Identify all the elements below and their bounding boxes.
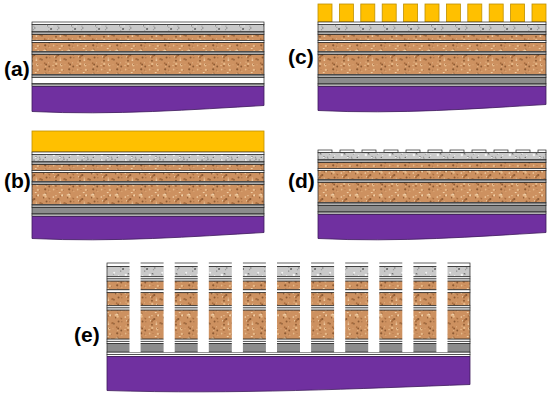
spacer-layer: [32, 22, 264, 25]
etched-trench: [266, 260, 277, 352]
brown-layer: [107, 281, 470, 290]
dashed-layer: [538, 150, 546, 153]
spacer-layer: [107, 263, 470, 267]
resist-layer: [32, 131, 264, 152]
resist-block: [382, 4, 396, 22]
panel-label: (e): [74, 324, 100, 345]
etched-trench: [198, 260, 209, 352]
panel-label: (d): [288, 170, 315, 191]
resist-block: [404, 4, 418, 22]
etched-trench: [232, 260, 243, 352]
brown-layer: [32, 165, 264, 171]
brown-layer: [32, 43, 264, 52]
substrate: [318, 87, 546, 112]
dark-layer: [107, 343, 470, 352]
dashed-layer: [406, 150, 420, 153]
panel-label: (b): [4, 170, 31, 191]
brown-layer: [318, 163, 546, 169]
etched-trench: [436, 260, 447, 352]
resist-block: [361, 4, 375, 22]
panel-label: (c): [288, 46, 314, 67]
resist-layer: [318, 4, 546, 22]
dashed-layer: [428, 150, 442, 153]
dashed-layer: [362, 150, 376, 153]
resist-block: [511, 4, 525, 22]
resist-block: [318, 4, 332, 22]
grey-layer: [32, 155, 264, 162]
brown-layer: [318, 171, 546, 180]
dashed-layer: [450, 150, 464, 153]
spacer-layer: [318, 22, 546, 25]
brown-layer: [318, 35, 546, 41]
brown-layer: [318, 183, 546, 203]
resist-block: [468, 4, 482, 22]
substrate: [32, 87, 264, 113]
etched-trench: [300, 260, 311, 352]
grey-layer: [32, 25, 264, 32]
dashed-layer: [494, 150, 508, 153]
panel-label: (a): [4, 58, 30, 79]
brown-layer: [107, 293, 470, 306]
etched-trench: [130, 260, 141, 352]
spacer-layer: [107, 290, 470, 293]
layer-stack: [32, 152, 264, 240]
dark-layer: [318, 78, 546, 84]
etched-trench: [164, 260, 175, 352]
brown-layer: [107, 310, 470, 339]
resist-film: [32, 131, 264, 152]
substrate: [107, 357, 470, 392]
dark-layer: [32, 208, 264, 214]
brown-layer: [32, 35, 264, 41]
brown-layer: [32, 55, 264, 75]
etched-trench: [402, 260, 413, 352]
dark-layer: [318, 206, 546, 212]
dashed-layer: [384, 150, 398, 153]
etched-trench: [334, 260, 345, 352]
layer-stack: [318, 22, 546, 112]
dashed-layer: [318, 150, 332, 153]
grey-layer: [107, 267, 470, 277]
dashed-layer: [340, 150, 354, 153]
layer-stack: [32, 22, 264, 113]
spacer-layer: [32, 152, 264, 155]
grey-layer: [318, 153, 546, 160]
brown-layer: [318, 55, 546, 75]
substrate: [318, 215, 546, 240]
resist-block: [489, 4, 503, 22]
resist-block: [339, 4, 353, 22]
resist-block: [532, 4, 546, 22]
resist-block: [425, 4, 439, 22]
etched-trench: [368, 260, 379, 352]
brown-layer: [318, 43, 546, 52]
layer-stack: [318, 150, 546, 240]
grey-layer: [318, 25, 546, 32]
layer-stack: [107, 260, 470, 392]
brown-layer: [32, 185, 264, 205]
dashed-layer: [516, 150, 530, 153]
spacer-layer: [32, 78, 264, 84]
dashed-layer: [472, 150, 486, 153]
substrate: [32, 217, 264, 240]
resist-block: [446, 4, 460, 22]
brown-layer: [32, 173, 264, 182]
